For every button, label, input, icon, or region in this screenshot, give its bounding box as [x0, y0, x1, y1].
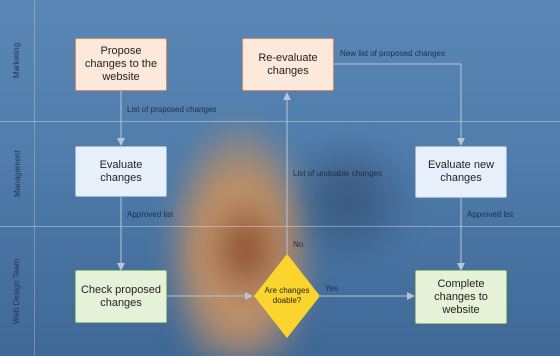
lane-label-divider — [34, 0, 35, 356]
edge-label-new-list: New list of proposed changes — [340, 49, 445, 58]
decision-label: Are changes doable? — [264, 286, 310, 305]
lane-separator — [0, 121, 560, 122]
edge-label-approved-right: Approved list — [467, 210, 514, 219]
node-reevaluate-changes: Re-evaluate changes — [242, 38, 334, 91]
edge-label-list: List of proposed changes — [127, 105, 217, 114]
edge-label-yes: Yes — [325, 284, 339, 293]
lane-separator — [0, 226, 560, 227]
node-propose-changes: Propose changes to the website — [75, 38, 167, 91]
edge-label-undoable: List of undoable changes — [293, 169, 382, 178]
edge-reevaluate-to-evaluate-new — [334, 63, 465, 146]
edge-label-no: No — [293, 240, 304, 249]
node-evaluate-new-changes: Evaluate new changes — [415, 146, 507, 198]
node-evaluate-changes: Evaluate changes — [75, 146, 167, 197]
node-complete-changes: Complete changes to website — [415, 270, 507, 324]
node-check-proposed-changes: Check proposed changes — [75, 270, 167, 323]
edge-label-approved-left: Approved list — [127, 210, 174, 219]
decision-diamond: Are changes doable? — [254, 254, 320, 338]
